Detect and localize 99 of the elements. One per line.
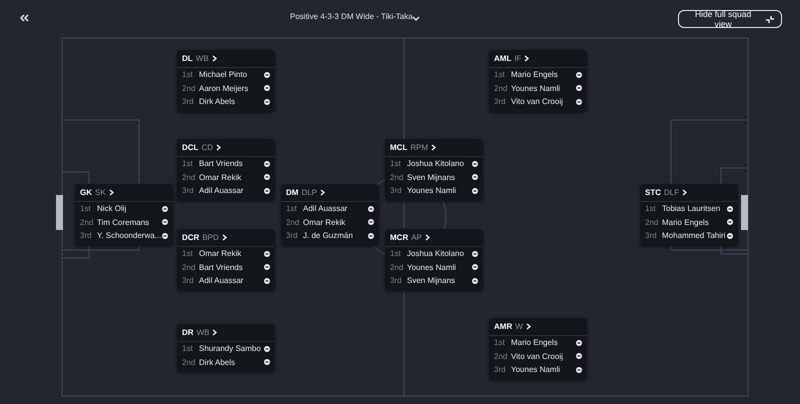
role-label: WB	[196, 328, 210, 337]
rank-label: 1st	[182, 249, 194, 258]
rank-label: 1st	[390, 159, 402, 168]
rank-label: 1st	[494, 338, 506, 348]
player-name: Mario Engels	[662, 218, 710, 227]
player-name: Mario Engels	[511, 338, 559, 348]
position-card	[75, 184, 173, 246]
rank-label: 3rd	[645, 231, 658, 240]
rank-label: 2nd	[390, 262, 404, 272]
player-name: J. de Guzmán	[303, 231, 354, 240]
position-code: DCL	[182, 143, 198, 152]
role-label: DLF	[664, 188, 680, 197]
player-name: Younes Namli	[407, 186, 458, 196]
player-name: Dirk Abels	[199, 358, 236, 367]
role-label: CD	[201, 143, 214, 152]
position-code: GK	[80, 188, 92, 197]
role-label: RPM	[410, 143, 428, 152]
player-name: Joshua Kitolano	[407, 249, 465, 258]
rank-label: 2nd	[286, 218, 300, 227]
position-code: DL	[182, 54, 193, 63]
player-name: Sven Mijnans	[407, 172, 456, 182]
player-name: Adil Auassar	[303, 204, 348, 214]
position-card	[489, 50, 587, 112]
player-name: Omar Rekik	[199, 172, 242, 182]
rank-label: 1st	[390, 249, 402, 258]
player-name: Omar Rekik	[303, 218, 346, 227]
rank-label: 2nd	[390, 172, 404, 182]
position-code: DR	[182, 328, 194, 337]
rank-label: 2nd	[182, 358, 196, 367]
rank-label: 2nd	[494, 352, 508, 361]
position-card	[177, 229, 275, 290]
rank-label: 3rd	[182, 97, 195, 106]
rank-label: 2nd	[645, 218, 660, 227]
position-card	[489, 318, 587, 380]
rank-label: 2nd	[182, 262, 196, 272]
rank-label: 3rd	[494, 97, 507, 106]
player-name: Mario Engels	[511, 70, 559, 80]
position-card	[385, 139, 483, 200]
player-name: Adil Auassar	[199, 186, 244, 196]
player-name: Shurandy Sambo	[199, 344, 262, 354]
player-name: Aaron Meijers	[199, 84, 250, 93]
player-name: Y. Schoonderwa...	[97, 231, 162, 240]
player-name: Sven Mijnans	[407, 276, 456, 286]
rank-label: 2nd	[80, 218, 94, 227]
formation-title: Positive 4-3-3 DM Wide - Tiki-Taka	[290, 12, 413, 21]
position-card	[177, 324, 275, 372]
rank-label: 2nd	[182, 84, 196, 93]
position-code: MCL	[390, 143, 408, 152]
role-label: AP	[411, 233, 422, 242]
position-code: DCR	[182, 233, 200, 242]
player-name: Michael Pinto	[199, 70, 248, 80]
hide-squad-view-button: Hide full squad view	[678, 10, 782, 28]
rank-label: 1st	[286, 204, 298, 214]
rank-label: 3rd	[390, 186, 403, 196]
role-label: BPD	[202, 233, 219, 242]
player-name: Younes Namli	[511, 365, 562, 374]
role-label: DLP	[301, 188, 318, 197]
position-code: MCR	[390, 233, 408, 242]
player-name: Tobias Lauritsen	[662, 204, 722, 214]
player-name: Vito van Crooij	[511, 97, 564, 106]
player-name: Joshua Kitolano	[407, 159, 465, 168]
position-code: AML	[494, 54, 512, 63]
position-card	[385, 229, 483, 290]
player-name: Omar Rekik	[199, 249, 242, 258]
role-label: WB	[196, 54, 209, 63]
rank-label: 3rd	[182, 276, 195, 286]
player-name: Vito van Crooij	[511, 352, 564, 361]
rank-label: 1st	[182, 70, 194, 80]
position-card	[281, 184, 379, 246]
rank-label: 3rd	[286, 231, 299, 240]
rank-label: 2nd	[182, 172, 196, 182]
position-code: DM	[286, 188, 298, 197]
position-code: AMR	[494, 322, 512, 331]
rank-label: 2nd	[494, 84, 508, 93]
rank-label: 3rd	[182, 186, 195, 196]
player-name: Bart Vriends	[199, 159, 244, 168]
player-name: Mohammed Tahiri	[662, 231, 726, 240]
role-label: W	[515, 322, 523, 331]
position-card	[177, 139, 275, 200]
position-code: STC	[645, 188, 661, 197]
rank-label: 1st	[494, 70, 506, 80]
position-card	[640, 184, 738, 246]
rank-label: 3rd	[80, 231, 93, 240]
player-name: Younes Namli	[511, 84, 562, 93]
position-card	[177, 50, 275, 112]
player-name: Adil Auassar	[199, 276, 244, 286]
rank-label: 1st	[80, 204, 92, 214]
rank-label: 1st	[182, 344, 194, 354]
rank-label: 3rd	[494, 365, 507, 374]
player-name: Younes Namli	[407, 262, 458, 272]
player-name: Tim Coremans	[97, 218, 150, 227]
rank-label: 3rd	[390, 276, 403, 286]
role-label: SK	[95, 188, 106, 197]
player-name: Nick Olij	[97, 204, 128, 214]
player-name: Bart Vriends	[199, 262, 244, 272]
rank-label: 1st	[645, 204, 657, 214]
role-label: IF	[514, 54, 522, 63]
player-name: Dirk Abels	[199, 97, 236, 106]
rank-label: 1st	[182, 159, 194, 168]
